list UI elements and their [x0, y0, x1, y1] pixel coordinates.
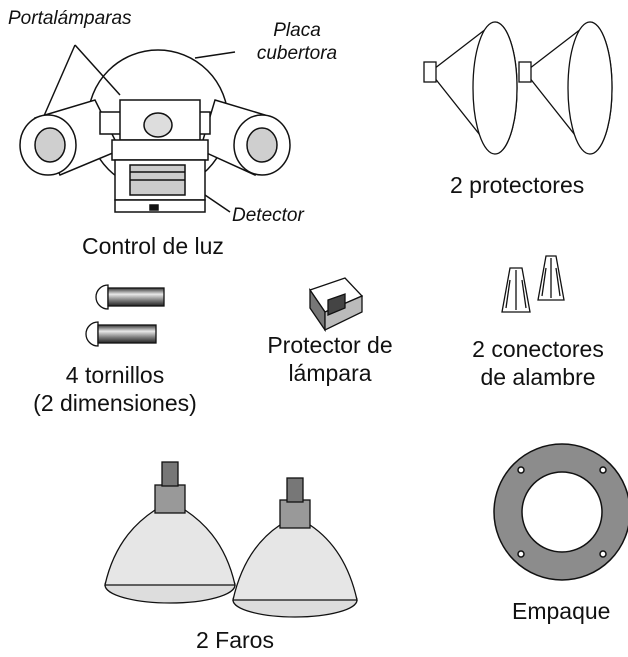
- cover-plate-label: Placa cubertora: [232, 20, 362, 66]
- lamp-shield-line1: Protector de: [267, 332, 393, 358]
- detector-body: [111, 139, 209, 213]
- floodlights-illustration: [104, 461, 358, 618]
- wire-nuts-line2: de alambre: [480, 363, 596, 390]
- cover-plate-line1: Placa: [273, 20, 321, 41]
- shields-label: 2 protectores: [450, 172, 585, 198]
- screws-line2: (2 dimensiones): [33, 389, 197, 416]
- screws-illustration: [85, 284, 165, 347]
- wire-nuts-line1: 2 conectores: [472, 336, 604, 362]
- wire-nuts-label: 2 conectores de alambre: [458, 336, 618, 391]
- lamp-shield-line2: lámpara: [288, 359, 372, 386]
- detector-label: Detector: [232, 205, 304, 226]
- lamp-shield-illustration: [308, 277, 364, 333]
- wire-nuts-illustration: [501, 255, 565, 313]
- gasket-illustration: [493, 443, 628, 581]
- lamp-shield-label: Protector de lámpara: [255, 332, 405, 387]
- screws-line1: 4 tornillos: [65, 362, 165, 388]
- light-control-fixture: [19, 44, 291, 213]
- lampholders-label: Portalámparas: [8, 8, 132, 29]
- shields-illustration: [423, 21, 613, 155]
- light-control-label: Control de luz: [82, 233, 224, 259]
- screws-label: 4 tornillos (2 dimensiones): [20, 362, 210, 417]
- floodlights-label: 2 Faros: [196, 627, 274, 653]
- cover-plate-line2: cubertora: [256, 42, 338, 64]
- gasket-label: Empaque: [512, 598, 611, 624]
